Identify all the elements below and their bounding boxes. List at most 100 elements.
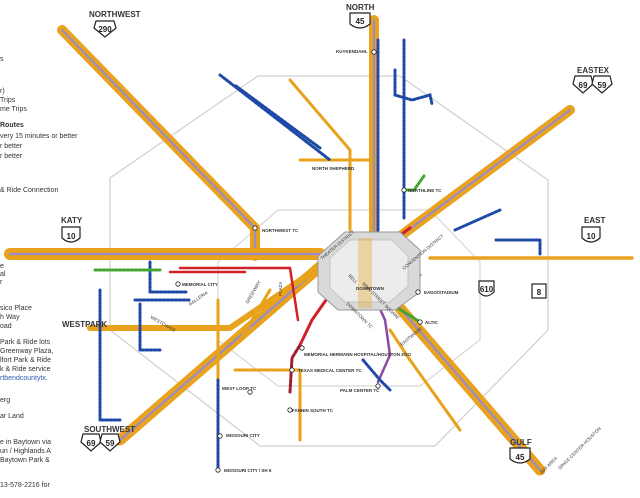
- shield-i610: 610: [478, 280, 495, 297]
- shield-us59-north: 59: [591, 75, 613, 94]
- station-west-loop: [247, 389, 253, 395]
- shield-us59-south: 59: [99, 433, 121, 452]
- legend-line: ar Land: [0, 413, 24, 420]
- legend-line: Routes: [0, 122, 24, 129]
- beltway-loop: [109, 75, 549, 447]
- svg-text:59: 59: [598, 81, 607, 90]
- label-bell: BELL: [347, 273, 359, 285]
- shield-us290: 290: [93, 20, 117, 38]
- legend-line: sico Place: [0, 305, 32, 312]
- shield-i10-west: 10: [61, 226, 81, 243]
- station-altic: [417, 319, 423, 325]
- label-west-loop: WEST LOOP TC: [222, 386, 257, 391]
- legend-line: Trips: [0, 97, 16, 104]
- corridor-gulf: GULF: [510, 438, 532, 447]
- legend-line: Greenway Plaza,: [0, 348, 54, 355]
- corridor-katy: KATY: [61, 216, 83, 225]
- label-missouri-sh6: MISSOURI CITY / SH 6: [224, 468, 272, 473]
- downtown-area: DOWNTOWN: [317, 231, 421, 311]
- label-missouri-city: MISSOURI CITY: [226, 433, 260, 438]
- shield-i45-north: 45: [349, 12, 371, 29]
- legend-line: r better: [0, 153, 23, 160]
- corridor-northwest: NORTHWEST: [89, 10, 141, 19]
- dotted-routes: [93, 38, 542, 472]
- label-northwest-tc: NORTHWEST TC: [262, 228, 299, 233]
- legend-line: 13-578-2216 for: [0, 482, 50, 489]
- label-north-shepherd: NORTH SHEPHERD: [312, 166, 355, 171]
- label-fannin: FANNIN SOUTH TC: [292, 408, 334, 413]
- svg-text:10: 10: [67, 232, 76, 241]
- corridor-westpark: WESTPARK: [62, 320, 107, 329]
- label-hermann: MEMORIAL HERMANN HOSPITAL/HOUSTON ZOO: [304, 352, 412, 357]
- label-altic: ALTIC: [425, 320, 439, 325]
- label-eado: EADO/STADIUM: [424, 290, 459, 295]
- shield-us69-north: 69: [572, 75, 594, 94]
- shield-us69-south: 69: [80, 433, 102, 452]
- legend-line: s: [0, 56, 4, 63]
- loop-610: [217, 209, 481, 387]
- legend-line: un / Highlands A: [0, 448, 51, 455]
- legend-link[interactable]: rtbendcountytx.: [0, 375, 48, 382]
- svg-text:290: 290: [98, 25, 112, 34]
- legend-line: oad: [0, 323, 12, 330]
- station-kuykendahl: [371, 49, 377, 55]
- svg-text:45: 45: [356, 17, 365, 26]
- svg-text:610: 610: [480, 285, 494, 294]
- legend-line: r better: [0, 143, 23, 150]
- label-galleria: GALLERIA: [188, 290, 209, 307]
- svg-text:8: 8: [537, 288, 542, 297]
- northwest-corridor-line: [57, 25, 260, 261]
- legend-line: h Way: [0, 314, 20, 321]
- legend-line: very 15 minutes or better: [0, 133, 78, 140]
- label-greenway: GREENWAY: [245, 280, 262, 305]
- label-northline: NORTHLINE TC: [408, 188, 442, 193]
- svg-text:69: 69: [579, 81, 588, 90]
- station-eado: [415, 289, 421, 295]
- stations: [175, 49, 423, 473]
- legend-side-label: e: [0, 263, 4, 270]
- svg-text:10: 10: [587, 232, 596, 241]
- legend-line: e in Baytown via: [0, 439, 51, 446]
- legend-line: & Ride Connection: [0, 187, 59, 194]
- station-missouri-sh6: [215, 467, 221, 473]
- legend-line: erg: [0, 397, 11, 404]
- legend-line: r): [0, 88, 5, 95]
- westpark-corridor-line: [87, 265, 321, 331]
- station-northwest-tc: [252, 225, 258, 231]
- label-kuykendahl: KUYKENDAHL: [336, 49, 368, 54]
- corridor-names: NORTHWEST NORTH EASTEX KATY EAST WESTPAR…: [61, 3, 610, 447]
- corridor-southwest: SOUTHWEST: [84, 425, 135, 434]
- station-missouri-city: [217, 433, 223, 439]
- corridor-north: NORTH: [346, 3, 375, 12]
- svg-text:45: 45: [516, 453, 525, 462]
- legend-side-label: al: [0, 271, 6, 278]
- shield-i10-east: 10: [581, 226, 601, 243]
- label-space-center: SPACE CENTER HOUSTON: [557, 426, 602, 471]
- station-hermann: [299, 345, 305, 351]
- legend-panel: s r) Trips me Trips Routes very 15 minut…: [0, 0, 77, 498]
- label-memorial-city: MEMORIAL CITY: [182, 282, 218, 287]
- station-tmc: [289, 367, 295, 373]
- legend-line: me Trips: [0, 106, 27, 113]
- station-palm-center: [375, 383, 381, 389]
- legend-line: lfort Park & Ride: [0, 357, 51, 364]
- downtown-label: DOWNTOWN: [356, 286, 384, 291]
- shield-i45-south: 45: [509, 447, 531, 464]
- legend-line: Park & Ride lots: [0, 339, 51, 346]
- legend-side-label: r: [0, 279, 3, 286]
- corridor-bundles: [4, 15, 634, 476]
- legend-line: k & Ride service: [0, 366, 51, 373]
- station-memorial-city: [175, 281, 181, 287]
- shield-bw8: 8: [531, 283, 547, 299]
- legend-line: Baytown Park &: [0, 457, 50, 464]
- label-tmc: TEXAS MEDICAL CENTER TC: [298, 368, 362, 373]
- svg-text:69: 69: [87, 439, 96, 448]
- corridor-eastex: EASTEX: [577, 66, 610, 75]
- label-plaza: PLAZA: [278, 282, 283, 296]
- label-palm-center: PALM CENTER TC: [340, 388, 380, 393]
- station-fannin: [287, 407, 293, 413]
- svg-text:59: 59: [106, 439, 115, 448]
- corridor-east: EAST: [584, 216, 605, 225]
- highway-shields: 290 45 69 59 10 10 610 8: [61, 12, 613, 464]
